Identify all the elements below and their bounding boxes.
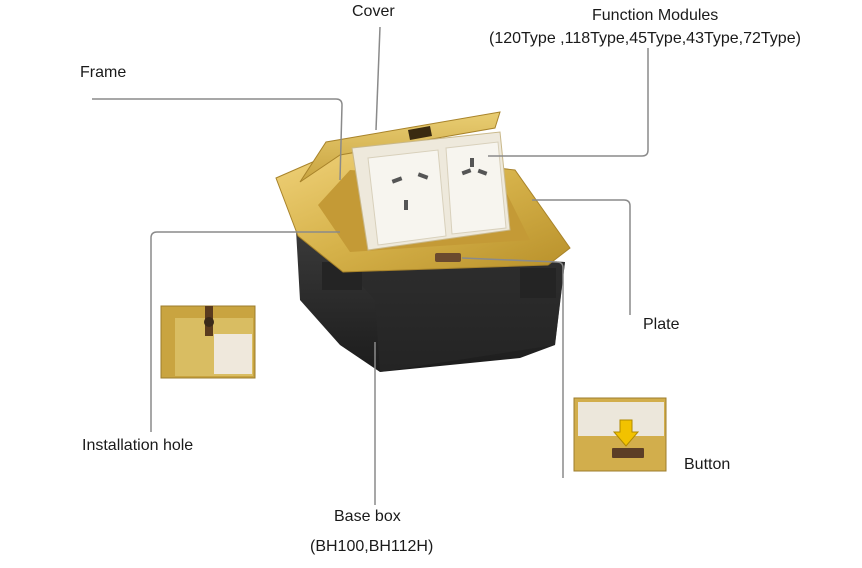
base-box-models: (BH100,BH112H) <box>310 538 434 555</box>
installation-hole-leader <box>150 231 340 432</box>
base-box-label: Base box <box>334 508 401 525</box>
cover-shape <box>299 111 501 183</box>
button-label: Button <box>684 456 731 473</box>
function-modules-leader <box>488 48 649 157</box>
cover-leader <box>375 26 381 131</box>
function-modules-title: Function Modules <box>592 7 719 24</box>
installation-hole-inset <box>160 305 256 379</box>
socket-module-shape <box>351 131 511 251</box>
function-modules-types: (120Type ,118Type,45Type,43Type,72Type) <box>489 30 801 47</box>
cover-label: Cover <box>352 3 395 20</box>
button-inset <box>573 397 667 472</box>
plate-label: Plate <box>643 316 680 333</box>
installation-hole-label: Installation hole <box>82 437 194 454</box>
button-leader <box>461 257 564 478</box>
plate-leader <box>532 199 631 315</box>
frame-label: Frame <box>80 64 127 81</box>
leader-lines <box>92 26 649 505</box>
frame-leader <box>92 98 343 181</box>
button-shape <box>435 253 461 262</box>
